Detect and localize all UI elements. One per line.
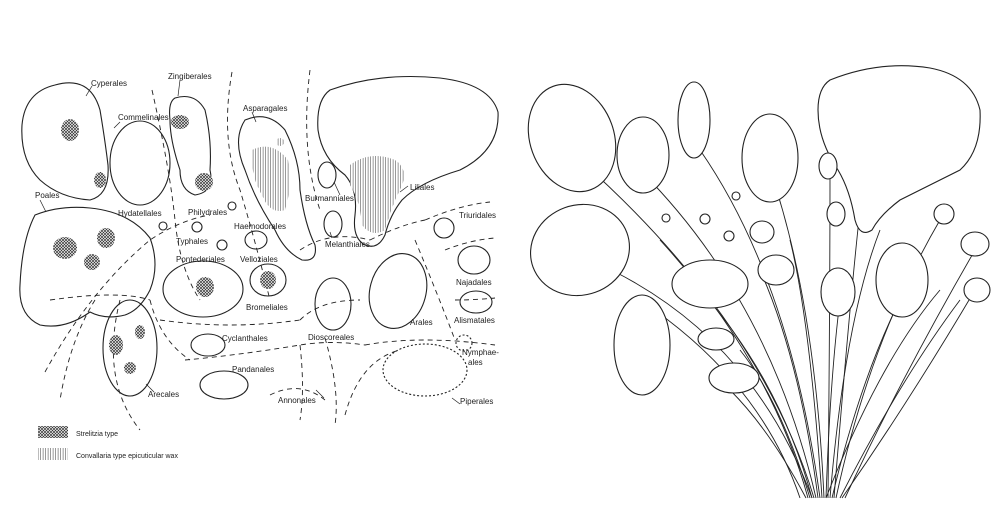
fan-bubble-2 bbox=[617, 117, 669, 193]
fan-bubble-small-3 bbox=[934, 204, 954, 224]
najadales-shape bbox=[458, 246, 490, 274]
fan-bubble-low-1 bbox=[698, 328, 734, 350]
fan-bubble-mid-1 bbox=[672, 260, 748, 308]
label-poales: Poales bbox=[35, 191, 59, 200]
label-cyperales: Cyperales bbox=[91, 79, 127, 88]
pontederiales-shape bbox=[217, 240, 227, 250]
dioscoreales-shape bbox=[315, 278, 351, 330]
label-zingiberales: Zingiberales bbox=[168, 72, 212, 81]
label-commelinales: Commelinales bbox=[118, 113, 169, 122]
pandanales-shape bbox=[200, 371, 248, 399]
label-philydrales: Philydrales bbox=[188, 208, 227, 217]
right-diagram bbox=[514, 66, 990, 498]
commelinales-shape bbox=[110, 121, 170, 205]
label-bromeliales: Bromeliales bbox=[246, 303, 288, 312]
melanthiales-shape bbox=[324, 211, 342, 237]
order-labels: Cyperales Commelinales Zingiberales Aspa… bbox=[35, 72, 499, 460]
fan-bubble-4 bbox=[742, 114, 798, 202]
fan-bubble-low-2 bbox=[709, 363, 759, 393]
fan-bubble-small-4 bbox=[961, 232, 989, 256]
label-asparagales: Asparagales bbox=[243, 104, 287, 113]
fan-bubble-3 bbox=[678, 82, 710, 158]
cyclanthales-shape bbox=[191, 334, 225, 356]
label-arecales: Arecales bbox=[148, 390, 179, 399]
label-nymphaeales-line1: Nymphae- bbox=[462, 348, 499, 357]
legend-swatch-convallaria bbox=[38, 448, 68, 460]
division-lines bbox=[45, 70, 495, 430]
triuridales-shape bbox=[434, 218, 454, 238]
label-najadales: Najadales bbox=[456, 278, 492, 287]
label-typhales: Typhales bbox=[176, 237, 208, 246]
alismatales-shape bbox=[460, 291, 492, 313]
label-hydatellales: Hydatellales bbox=[118, 209, 162, 218]
fan-bubble-tiny-1 bbox=[662, 214, 670, 222]
label-pandanales: Pandanales bbox=[232, 365, 274, 374]
label-dioscoreales: Dioscoreales bbox=[308, 333, 354, 342]
label-burmanniales: Burmanniales bbox=[305, 194, 354, 203]
label-piperales: Piperales bbox=[460, 397, 493, 406]
label-arales: Arales bbox=[410, 318, 433, 327]
label-liliales: Liliales bbox=[410, 183, 434, 192]
fan-bubble-mid-2 bbox=[758, 255, 794, 285]
fan-bubble-tiny-4 bbox=[724, 231, 734, 241]
label-melanthiales: Melanthiales bbox=[325, 240, 370, 249]
typhales-shape bbox=[192, 222, 202, 232]
fan-bubble-small-2 bbox=[827, 202, 845, 226]
haemodorales-shape bbox=[245, 231, 267, 249]
fan-bubble-top-left bbox=[514, 72, 631, 204]
convallaria-patches bbox=[252, 138, 404, 233]
fan-bubble-small-1 bbox=[819, 153, 837, 179]
liliales-shape bbox=[318, 77, 498, 247]
legend-swatch-strelitzia bbox=[38, 426, 68, 438]
label-triuridales: Triuridales bbox=[459, 211, 496, 220]
label-haemodorales: Haemodorales bbox=[234, 222, 286, 231]
label-nymphaeales-line2: ales bbox=[468, 358, 483, 367]
label-alismatales: Alismatales bbox=[454, 316, 495, 325]
fan-bubble-mid-5 bbox=[876, 243, 928, 317]
label-cyclanthales: Cyclanthales bbox=[222, 334, 268, 343]
philydrales-shape bbox=[228, 202, 236, 210]
label-pontederiales: Pontederiales bbox=[176, 255, 225, 264]
left-diagram bbox=[20, 70, 498, 460]
label-annonales: Annonales bbox=[278, 396, 316, 405]
fan-bubble-left bbox=[518, 191, 643, 310]
fan-bubble-mid-4 bbox=[821, 268, 855, 316]
hydatellales-shape bbox=[159, 222, 167, 230]
fan-bubble-mid-3 bbox=[750, 221, 774, 243]
fan-bubble-tiny-2 bbox=[700, 214, 710, 224]
fan-bubble-small-5 bbox=[964, 278, 990, 302]
burmanniales-shape bbox=[318, 162, 336, 188]
label-velloziales: Velloziales bbox=[240, 255, 278, 264]
legend-label-strelitzia: Strelitzia type bbox=[76, 431, 118, 438]
fan-bubble-tiny-3 bbox=[732, 192, 740, 200]
fan-bubble-bottom-left bbox=[614, 295, 670, 395]
piperales-shape bbox=[383, 344, 467, 396]
legend-label-convallaria: Convallaria type epicuticular wax bbox=[76, 453, 178, 460]
